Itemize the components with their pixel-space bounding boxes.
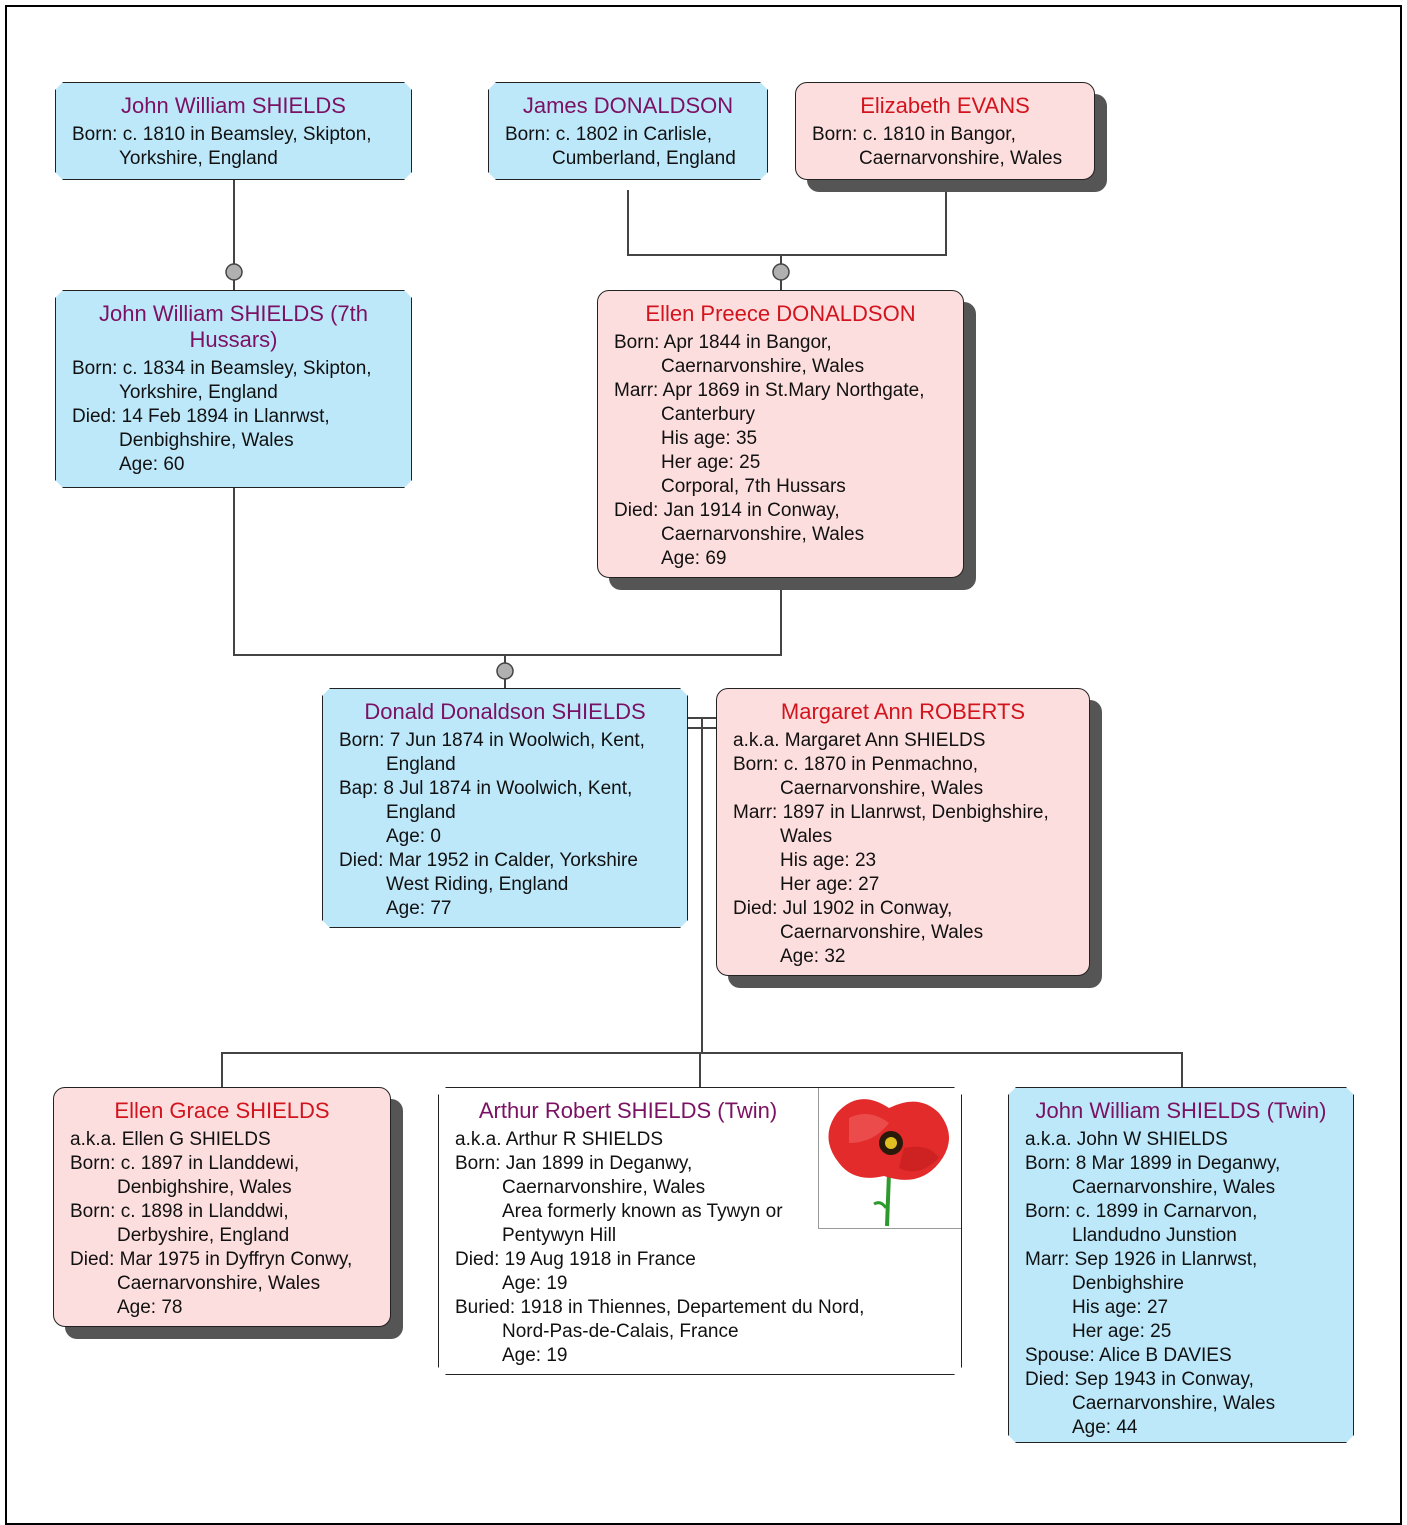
fact-line: Area formerly known as Tywyn or bbox=[502, 1201, 783, 1222]
fact-line: Age: 77 bbox=[386, 898, 452, 919]
person-name: Margaret Ann ROBERTS bbox=[780, 699, 1026, 724]
fact-line: Age: 69 bbox=[661, 548, 727, 569]
fact-line: Caernarvonshire, Wales bbox=[661, 356, 865, 377]
fact-line: Born: c. 1810 in Beamsley, Skipton, bbox=[72, 124, 372, 145]
fact-line: Born: c. 1897 in Llanddewi, bbox=[70, 1153, 300, 1174]
fact-line: Yorkshire, England bbox=[119, 382, 278, 403]
fact-line: Born: c. 1810 in Bangor, bbox=[812, 124, 1016, 145]
fact-line: a.k.a. Ellen G SHIELDS bbox=[70, 1129, 271, 1150]
line-p2-p3-couple bbox=[627, 190, 947, 256]
fact-line: Caernarvonshire, Wales bbox=[780, 778, 984, 799]
fact-line: Born: c. 1834 in Beamsley, Skipton, bbox=[72, 358, 372, 379]
fact-line: His age: 27 bbox=[1072, 1297, 1169, 1318]
fact-line: Caernarvonshire, Wales bbox=[1072, 1177, 1276, 1198]
fact-line: a.k.a. John W SHIELDS bbox=[1025, 1129, 1228, 1150]
fact-line: Died: Jan 1914 in Conway, bbox=[614, 500, 840, 521]
fact-line: Born: c. 1870 in Penmachno, bbox=[733, 754, 979, 775]
fact-line: Caernarvonshire, Wales bbox=[780, 922, 984, 943]
person-name: John William SHIELDS bbox=[121, 93, 346, 118]
person-card-john-william-shields-1810[interactable]: John William SHIELDS Born: c. 1810 in Be… bbox=[55, 82, 412, 180]
fact-line: Born: 7 Jun 1874 in Woolwich, Kent, bbox=[339, 730, 645, 751]
fact-line: England bbox=[386, 802, 456, 823]
line-p4-p5-couple bbox=[233, 488, 782, 656]
person-card-donald-donaldson-shields[interactable]: Donald Donaldson SHIELDS Born: 7 Jun 187… bbox=[322, 688, 688, 928]
person-name: John William SHIELDS (Twin) bbox=[1035, 1098, 1327, 1123]
fact-line: Marr: 1897 in Llanrwst, Denbighshire, bbox=[733, 802, 1049, 823]
fact-line: Pentywyn Hill bbox=[502, 1225, 617, 1246]
fact-line: Canterbury bbox=[661, 404, 755, 425]
fact-line: Wales bbox=[780, 826, 833, 847]
person-card-ellen-preece-donaldson[interactable]: Ellen Preece DONALDSON Born: Apr 1844 in… bbox=[597, 290, 964, 578]
person-name: Ellen Grace SHIELDS bbox=[114, 1098, 330, 1123]
fact-line: Caernarvonshire, Wales bbox=[502, 1177, 706, 1198]
person-name: James DONALDSON bbox=[522, 93, 734, 118]
fact-line: Born: Apr 1844 in Bangor, bbox=[614, 332, 832, 353]
connector-node-p6 bbox=[496, 662, 514, 680]
fact-line: His age: 35 bbox=[661, 428, 758, 449]
fact-line: Caernarvonshire, Wales bbox=[117, 1273, 321, 1294]
fact-line: Denbighshire, Wales bbox=[117, 1177, 292, 1198]
poppy-icon bbox=[819, 1088, 961, 1228]
fact-line: Age: 44 bbox=[1072, 1417, 1138, 1438]
fact-line: Yorkshire, England bbox=[119, 148, 278, 169]
fact-line: His age: 23 bbox=[780, 850, 877, 871]
fact-line: Derbyshire, England bbox=[117, 1225, 290, 1246]
fact-line: Marr: Sep 1926 in Llanrwst, bbox=[1025, 1249, 1258, 1270]
person-card-elizabeth-evans[interactable]: Elizabeth EVANS Born: c. 1810 in Bangor,… bbox=[795, 82, 1095, 180]
fact-line: Died: 14 Feb 1894 in Llanrwst, bbox=[72, 406, 330, 427]
fact-line: Llandudno Junstion bbox=[1072, 1225, 1237, 1246]
fact-line: Cumberland, England bbox=[552, 148, 736, 169]
person-card-john-william-shields-7th-hussars[interactable]: John William SHIELDS (7th Hussars) Born:… bbox=[55, 290, 412, 488]
fact-line: Caernarvonshire, Wales bbox=[661, 524, 865, 545]
fact-line: Died: Jul 1902 in Conway, bbox=[733, 898, 953, 919]
fact-line: Died: Mar 1952 in Calder, Yorkshire bbox=[339, 850, 638, 871]
person-card-ellen-grace-shields[interactable]: Ellen Grace SHIELDS a.k.a. Ellen G SHIEL… bbox=[53, 1087, 391, 1327]
fact-line: a.k.a. Arthur R SHIELDS bbox=[455, 1129, 664, 1150]
fact-line: Age: 19 bbox=[502, 1273, 568, 1294]
fact-line: England bbox=[386, 754, 456, 775]
fact-line: Age: 0 bbox=[386, 826, 441, 847]
fact-line: Corporal, 7th Hussars bbox=[661, 476, 846, 497]
person-card-margaret-ann-roberts[interactable]: Margaret Ann ROBERTS a.k.a. Margaret Ann… bbox=[716, 688, 1090, 976]
fact-line: Caernarvonshire, Wales bbox=[859, 148, 1063, 169]
person-card-john-william-shields-twin[interactable]: John William SHIELDS (Twin) a.k.a. John … bbox=[1008, 1087, 1354, 1443]
person-name: John William SHIELDS (7th Hussars) bbox=[99, 301, 368, 352]
fact-line: Her age: 25 bbox=[661, 452, 761, 473]
fact-line: Denbighshire bbox=[1072, 1273, 1184, 1294]
fact-line: West Riding, England bbox=[386, 874, 569, 895]
person-name: Arthur Robert SHIELDS (Twin) bbox=[478, 1098, 778, 1123]
connector-node-p4 bbox=[225, 263, 243, 281]
fact-line: Age: 32 bbox=[780, 946, 846, 967]
fact-line: Age: 60 bbox=[119, 454, 185, 475]
fact-line: Buried: 1918 in Thiennes, Departement du… bbox=[455, 1297, 865, 1318]
fact-line: Age: 19 bbox=[502, 1345, 568, 1366]
person-name: Donald Donaldson SHIELDS bbox=[364, 699, 646, 724]
fact-line: Born: c. 1802 in Carlisle, bbox=[505, 124, 712, 145]
line-children-bar bbox=[221, 1052, 1183, 1087]
fact-line: Denbighshire, Wales bbox=[119, 430, 294, 451]
fact-line: Caernarvonshire, Wales bbox=[1072, 1393, 1276, 1414]
poppy-image bbox=[818, 1088, 961, 1229]
fact-line: Born: Jan 1899 in Deganwy, bbox=[455, 1153, 693, 1174]
person-name: Ellen Preece DONALDSON bbox=[645, 301, 916, 326]
person-name: Elizabeth EVANS bbox=[860, 93, 1030, 118]
fact-line: Spouse: Alice B DAVIES bbox=[1025, 1345, 1232, 1366]
fact-line: a.k.a. Margaret Ann SHIELDS bbox=[733, 730, 986, 751]
fact-line: Born: 8 Mar 1899 in Deganwy, bbox=[1025, 1153, 1281, 1174]
connector-node-p5 bbox=[772, 263, 790, 281]
fact-line: Died: Sep 1943 in Conway, bbox=[1025, 1369, 1254, 1390]
fact-line: Born: c. 1899 in Carnarvon, bbox=[1025, 1201, 1258, 1222]
fact-line: Her age: 27 bbox=[780, 874, 880, 895]
fact-line: Died: Mar 1975 in Dyffryn Conwy, bbox=[70, 1249, 353, 1270]
fact-line: Age: 78 bbox=[117, 1297, 183, 1318]
fact-line: Bap: 8 Jul 1874 in Woolwich, Kent, bbox=[339, 778, 633, 799]
fact-line: Born: c. 1898 in Llanddwi, bbox=[70, 1201, 289, 1222]
person-card-james-donaldson[interactable]: James DONALDSON Born: c. 1802 in Carlisl… bbox=[488, 82, 768, 180]
fact-line: Died: 19 Aug 1918 in France bbox=[455, 1249, 696, 1270]
fact-line: Marr: Apr 1869 in St.Mary Northgate, bbox=[614, 380, 925, 401]
fact-line: Nord-Pas-de-Calais, France bbox=[502, 1321, 739, 1342]
person-card-arthur-robert-shields-twin[interactable]: Arthur Robert SHIELDS (Twin) a.k.a. Arth… bbox=[438, 1087, 962, 1375]
fact-line: Her age: 25 bbox=[1072, 1321, 1172, 1342]
